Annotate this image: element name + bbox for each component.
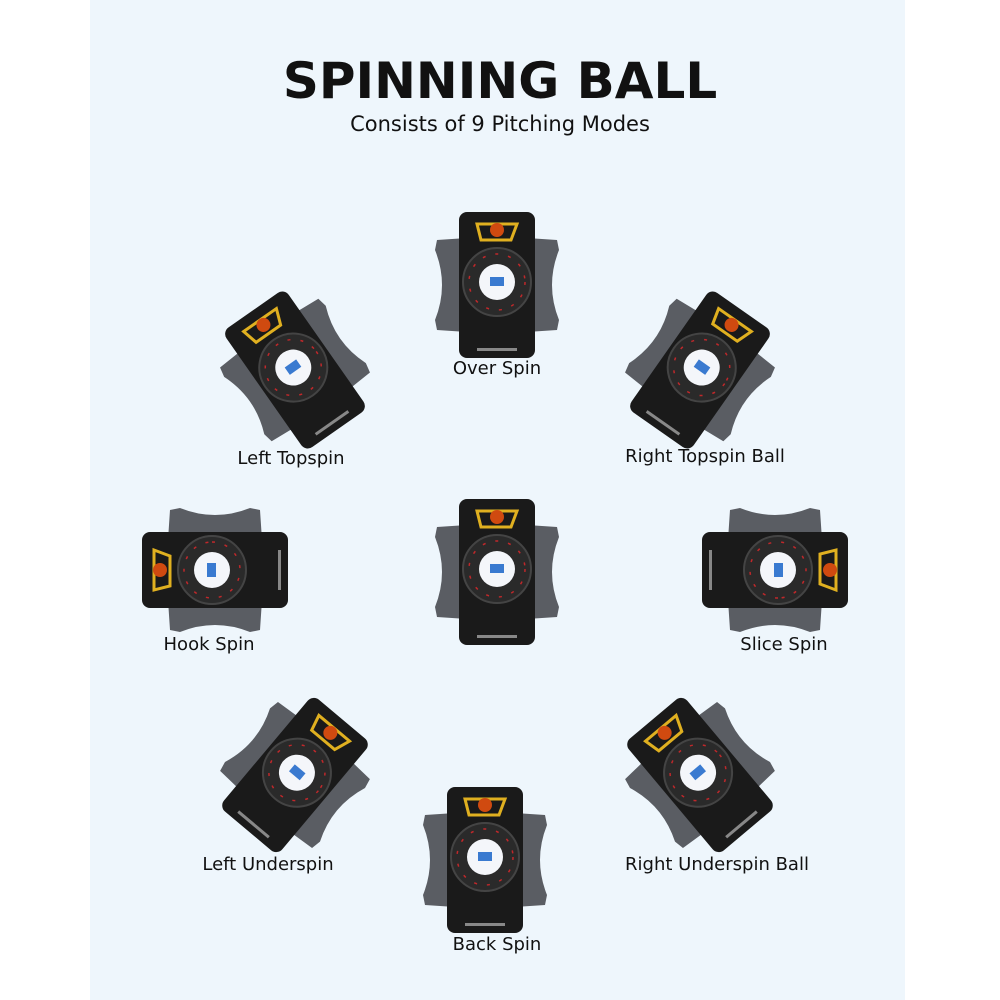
- mode-label: Slice Spin: [740, 634, 828, 655]
- spin-machine-image: [427, 497, 567, 647]
- mode-label: Left Topspin: [237, 448, 345, 469]
- spin-machine-image: [140, 500, 290, 640]
- page-subtitle: Consists of 9 Pitching Modes: [350, 112, 650, 136]
- mode-label: Back Spin: [452, 934, 542, 955]
- spin-machine-image: [700, 500, 850, 640]
- page-title: SPINNING BALL: [282, 52, 718, 110]
- spin-machine-image: [598, 673, 802, 878]
- mode-label: Right Underspin Ball: [625, 854, 809, 875]
- mode-label: Right Topspin Ball: [625, 446, 785, 467]
- spin-machine-image: [195, 268, 396, 471]
- spin-machine-image: [193, 673, 397, 878]
- mode-label: Left Underspin: [202, 854, 334, 875]
- mode-label: Over Spin: [452, 358, 542, 379]
- spin-machine-image: [600, 268, 801, 471]
- spin-machine-image: [415, 785, 555, 935]
- mode-label: Hook Spin: [163, 634, 255, 655]
- spin-machine-image: [427, 210, 567, 360]
